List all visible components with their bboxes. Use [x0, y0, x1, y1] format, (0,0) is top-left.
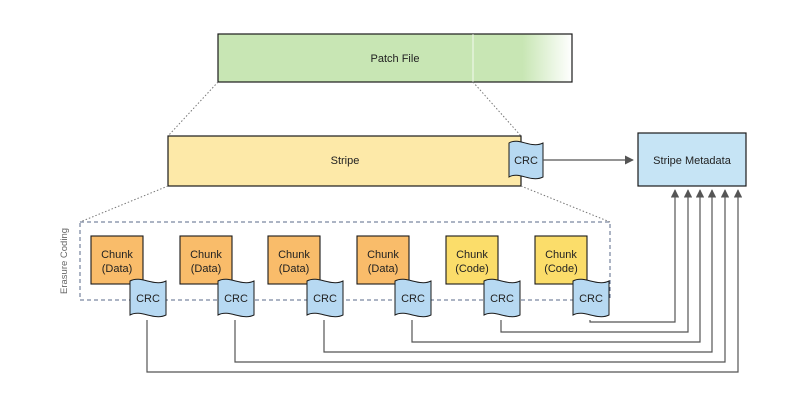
zoom-line-left	[167, 81, 219, 137]
stripe-crc-label: CRC	[514, 155, 538, 167]
chunk-5: Chunk (Code) CRC	[445, 235, 521, 318]
chunk-2: Chunk (Data) CRC	[179, 235, 255, 318]
crc-tag	[572, 278, 610, 318]
crc-to-metadata-connector	[234, 189, 730, 363]
chunk-box	[267, 235, 321, 285]
crc-label: CRC	[401, 293, 425, 305]
chunk-4: Chunk (Data) CRC	[356, 235, 432, 318]
crc-connectors	[146, 189, 743, 373]
chunk-title: Chunk	[367, 249, 399, 261]
chunk-type: (Data)	[368, 263, 399, 275]
chunk-type: (Code)	[455, 263, 489, 275]
crc-tag	[129, 278, 167, 318]
chunk-title: Chunk	[278, 249, 310, 261]
chunk-1: Chunk (Data) CRC	[90, 235, 167, 318]
crc-to-metadata-connector	[323, 189, 717, 353]
chunk-title: Chunk	[545, 249, 577, 261]
crc-tag	[306, 278, 344, 318]
crc-label: CRC	[313, 293, 337, 305]
erasure-coding-group: Erasure Coding	[59, 221, 611, 301]
chunk-box	[356, 235, 410, 285]
chunk-title: Chunk	[190, 249, 222, 261]
crc-label: CRC	[136, 293, 160, 305]
crc-tag	[394, 278, 432, 318]
zoom-line-left-2	[79, 185, 169, 223]
chunk-type: (Data)	[279, 263, 310, 275]
stripe-metadata-box: Stripe Metadata	[637, 132, 747, 187]
chunk-title: Chunk	[101, 249, 133, 261]
patch-file-box: Patch File	[217, 33, 573, 83]
chunk-box	[445, 235, 499, 285]
stripe-crc-tag: CRC	[508, 140, 544, 180]
chunk-box	[534, 235, 588, 285]
chunk-type: (Data)	[191, 263, 222, 275]
chunk-box	[179, 235, 233, 285]
chunk-row: Chunk(Data)CRCChunk(Data)CRCChunk(Data)C…	[90, 235, 610, 318]
chunk-box	[90, 235, 144, 285]
zoom-line-right	[472, 81, 522, 137]
chunk-title: Chunk	[456, 249, 488, 261]
crc-label: CRC	[490, 293, 514, 305]
chunk-type: (Data)	[102, 263, 133, 275]
crc-to-metadata-connector	[500, 189, 693, 333]
crc-tag	[217, 278, 255, 318]
stripe-metadata-label: Stripe Metadata	[653, 155, 732, 167]
crc-to-metadata-connector	[146, 189, 743, 373]
erasure-coding-label: Erasure Coding	[59, 228, 70, 294]
zoom-line-right-2	[520, 185, 611, 223]
stripe-box: Stripe	[167, 135, 522, 187]
crc-tag	[483, 278, 521, 318]
chunk-3: Chunk (Data) CRC	[267, 235, 344, 318]
stripe-label: Stripe	[331, 155, 360, 167]
chunk-6: Chunk (Code) CRC	[534, 235, 610, 318]
crc-label: CRC	[224, 293, 248, 305]
crc-to-metadata-connector	[411, 189, 705, 343]
patch-file-label: Patch File	[371, 53, 420, 65]
crc-to-metadata-connector	[589, 189, 680, 323]
crc-label: CRC	[579, 293, 603, 305]
chunk-type: (Code)	[544, 263, 578, 275]
